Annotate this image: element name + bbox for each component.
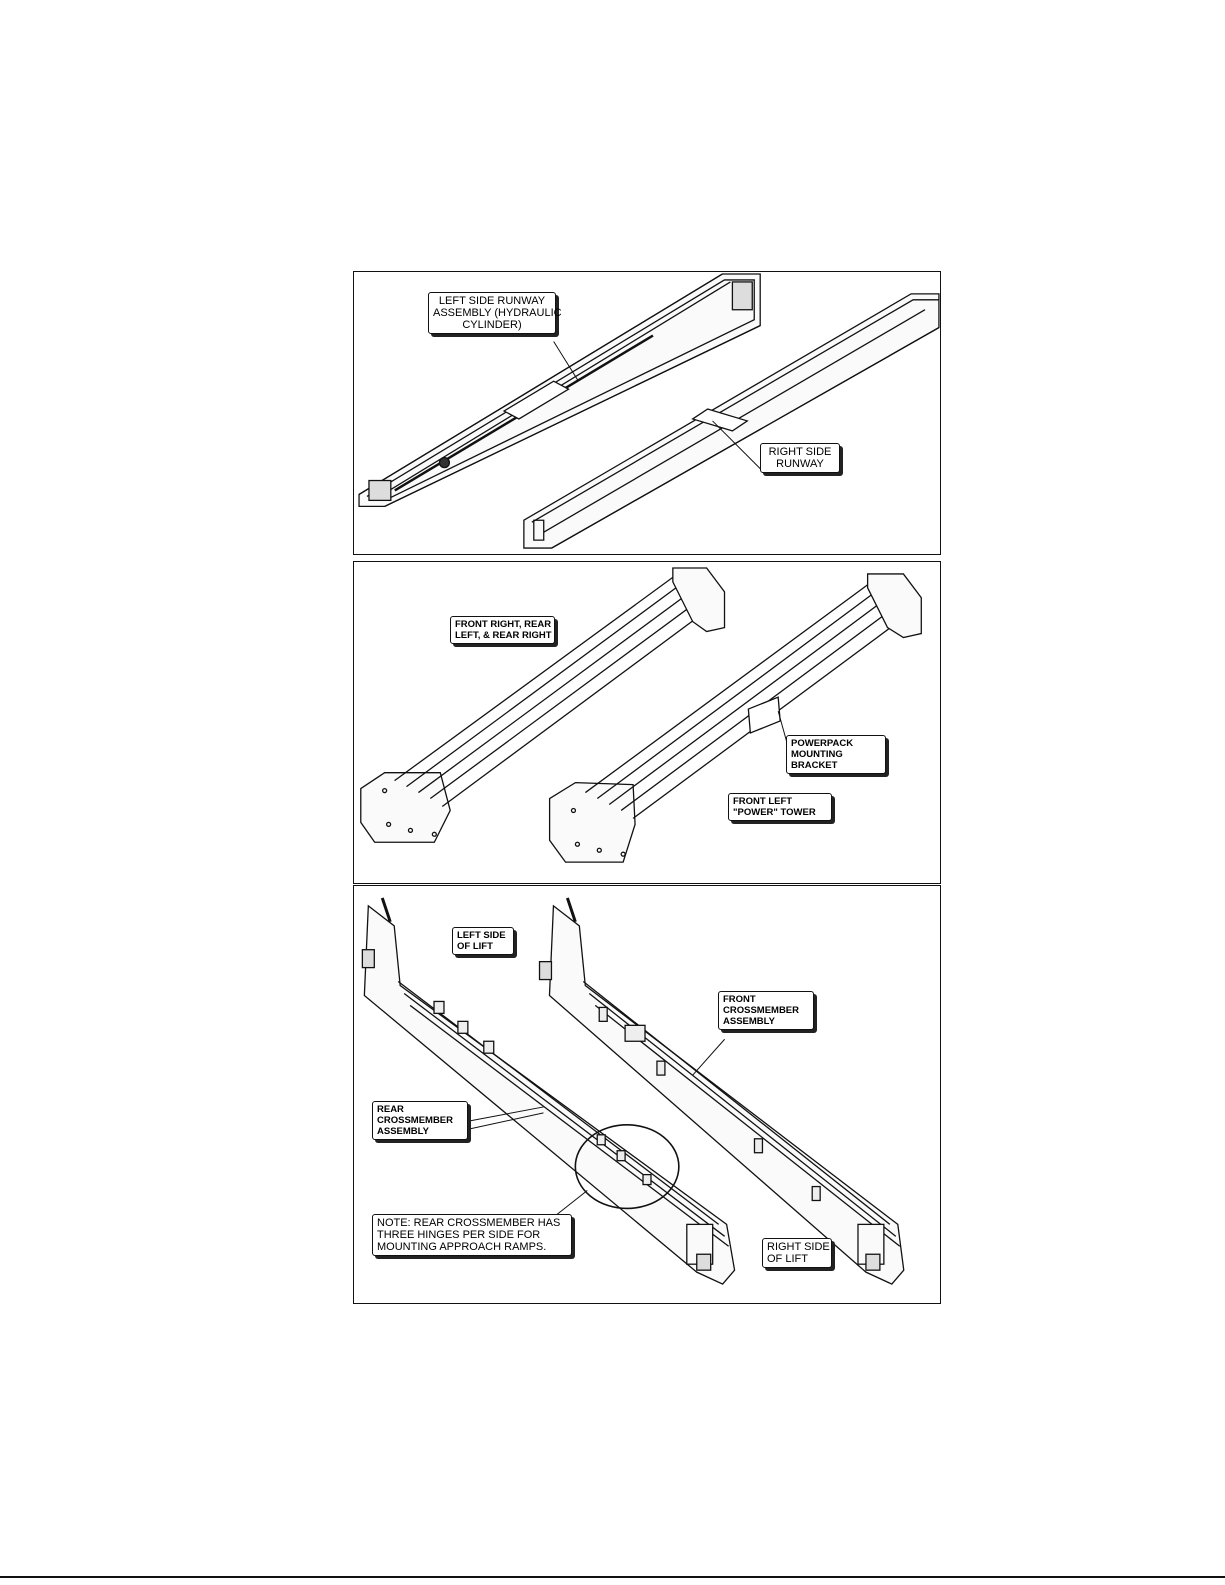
left-runway-line-1: LEFT SIDE RUNWAY (438, 295, 546, 307)
right-runway-callout: RIGHT SIDE RUNWAY (760, 443, 840, 473)
left-side-line-2: OF LIFT (457, 941, 493, 952)
power-tower-line-1: FRONT LEFT (733, 796, 793, 807)
power-tower-line-2: "POWER" TOWER (733, 807, 816, 818)
rear-crossmember-callout: REAR CROSSMEMBER ASSEMBLY (372, 1101, 468, 1140)
rear-crossmember-line-3: ASSEMBLY (377, 1126, 429, 1137)
front-crossmember-callout: FRONT CROSSMEMBER ASSEMBLY (718, 991, 814, 1030)
front-crossmember-line-2: CROSSMEMBER (723, 1005, 800, 1016)
front-crossmember-line-3: ASSEMBLY (723, 1016, 775, 1027)
rear-crossmember-line-2: CROSSMEMBER (377, 1115, 454, 1126)
power-tower-callout: FRONT LEFT "POWER" TOWER (728, 793, 832, 821)
page-bottom-rule (0, 1576, 1225, 1578)
note-line-3: MOUNTING APPROACH RAMPS. (377, 1241, 547, 1253)
powerpack-line-3: BRACKET (791, 760, 838, 771)
note-line-1: NOTE: REAR CROSSMEMBER HAS (377, 1217, 561, 1229)
runway-assemblies-panel: LEFT SIDE RUNWAY ASSEMBLY (HYDRAULIC CYL… (353, 271, 941, 555)
right-side-line-2: OF LIFT (767, 1253, 808, 1265)
towers-panel: FRONT RIGHT, REAR LEFT, & REAR RIGHT POW… (353, 561, 941, 884)
left-side-callout: LEFT SIDE OF LIFT (452, 927, 514, 955)
powerpack-bracket-callout: POWERPACK MOUNTING BRACKET (786, 735, 886, 774)
front-crossmember-line-1: FRONT (723, 994, 756, 1005)
crossmembers-panel: LEFT SIDE OF LIFT FRONT CROSSMEMBER ASSE… (353, 885, 941, 1304)
left-runway-line-2: ASSEMBLY (HYDRAULIC (433, 307, 562, 319)
right-side-line-1: RIGHT SIDE (767, 1241, 830, 1253)
powerpack-line-2: MOUNTING (791, 749, 843, 760)
right-runway-line-2: RUNWAY (776, 458, 824, 470)
rear-crossmember-line-1: REAR (377, 1104, 404, 1115)
right-side-callout: RIGHT SIDE OF LIFT (762, 1238, 832, 1268)
crossmembers-drawing (361, 897, 905, 1285)
note-callout: NOTE: REAR CROSSMEMBER HAS THREE HINGES … (372, 1214, 572, 1256)
powerpack-line-1: POWERPACK (791, 738, 854, 749)
runway-drawing (358, 273, 940, 549)
left-side-line-1: LEFT SIDE (457, 930, 506, 941)
left-runway-line-3: CYLINDER) (462, 319, 522, 331)
note-line-2: THREE HINGES PER SIDE FOR (377, 1229, 541, 1241)
towers-list-line-1: FRONT RIGHT, REAR (455, 619, 552, 630)
right-runway-line-1: RIGHT SIDE (768, 446, 832, 458)
towers-drawing (360, 567, 922, 863)
towers-list-callout: FRONT RIGHT, REAR LEFT, & REAR RIGHT (450, 616, 555, 644)
towers-list-line-2: LEFT, & REAR RIGHT (455, 630, 552, 641)
left-runway-callout: LEFT SIDE RUNWAY ASSEMBLY (HYDRAULIC CYL… (428, 292, 562, 334)
